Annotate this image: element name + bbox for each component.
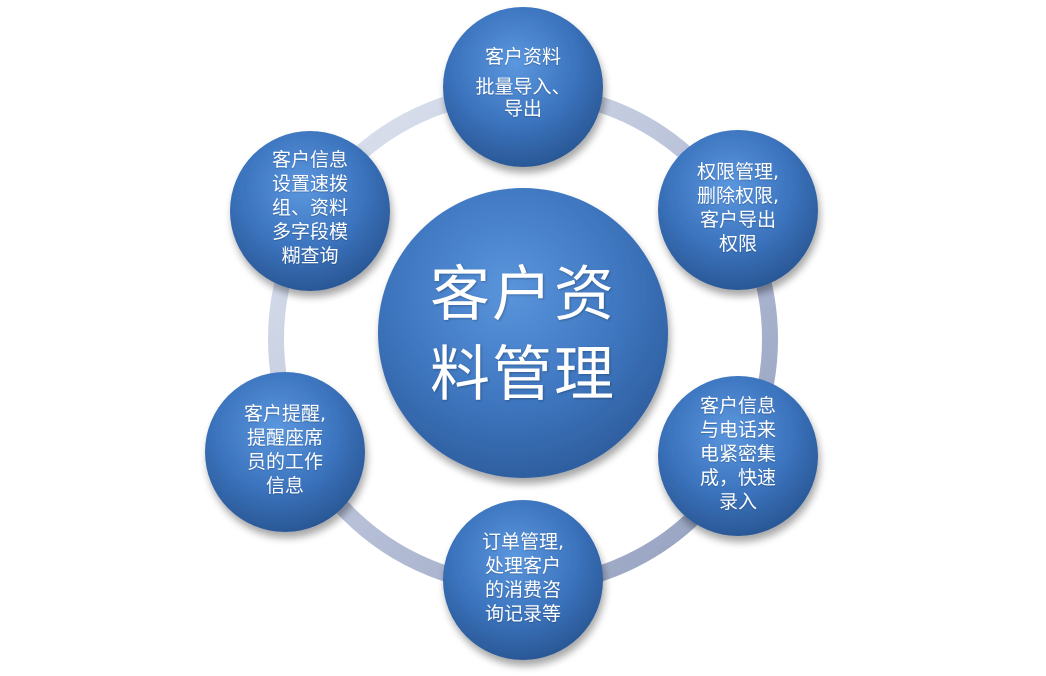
- node-text-line: 录入: [718, 491, 757, 513]
- node-label-left-bottom: 客户提醒, 提醒座席 员的工作 信息: [220, 402, 350, 498]
- node-circle-right-top: [658, 130, 818, 290]
- node-text-line: 提醒座席: [246, 427, 323, 449]
- node-text-line: 询记录等: [484, 603, 561, 625]
- node-label-top: 客户资料 批量导入、 导出: [458, 42, 588, 124]
- node-text-line: 客户提醒,: [243, 403, 327, 425]
- center-title-line1: 客户资: [430, 260, 616, 330]
- node-circle-left-top: [230, 131, 390, 291]
- node-circle-bottom: [443, 500, 603, 660]
- node-label-left-top: 客户信息 设置速拨 组、资料 多字段模 糊查询: [245, 148, 375, 268]
- node-label-right-bottom: 客户信息 与电话来 电紧密集 成，快速 录入: [673, 394, 803, 514]
- node-text-line: 权限: [718, 233, 757, 255]
- node-circle-top: [443, 7, 603, 167]
- center-title-line2: 料管理: [430, 340, 616, 410]
- node-text-line: 处理客户: [484, 555, 561, 577]
- node-text-line: 订单管理,: [481, 531, 565, 553]
- node-text-line: 成，快速: [699, 467, 776, 489]
- node-label-right-top: 权限管理, 删除权限, 客户导出 权限: [673, 160, 803, 256]
- node-text-line: 批量导入、: [475, 76, 571, 98]
- node-circle-right-bottom: [658, 376, 818, 536]
- node-text-line: 导出: [503, 98, 542, 120]
- node-text-line: 客户信息: [699, 395, 776, 417]
- node-text-line: 组、资料: [271, 197, 348, 219]
- node-label-bottom: 订单管理, 处理客户 的消费咨 询记录等: [458, 530, 588, 626]
- node-text-line: 客户信息: [271, 149, 348, 171]
- node-text-line: 与电话来: [699, 419, 776, 441]
- node-circle-left-bottom: [205, 372, 365, 532]
- node-text-line: 客户导出: [699, 209, 776, 231]
- node-text-line: 电紧密集: [699, 443, 776, 465]
- node-text-line: 删除权限,: [696, 185, 780, 207]
- node-text-line: 糊查询: [281, 245, 339, 267]
- node-text-line: 的消费咨: [484, 579, 561, 601]
- node-text-line: 信息: [265, 475, 304, 497]
- node-text-line: 客户资料: [484, 46, 561, 68]
- node-text-line: 权限管理,: [696, 161, 780, 183]
- center-title: 客户资 料管理: [383, 255, 663, 425]
- center-circle: [378, 188, 668, 478]
- node-text-line: 设置速拨: [271, 173, 348, 195]
- node-text-line: 员的工作: [246, 451, 323, 473]
- node-text-line: 多字段模: [271, 221, 348, 243]
